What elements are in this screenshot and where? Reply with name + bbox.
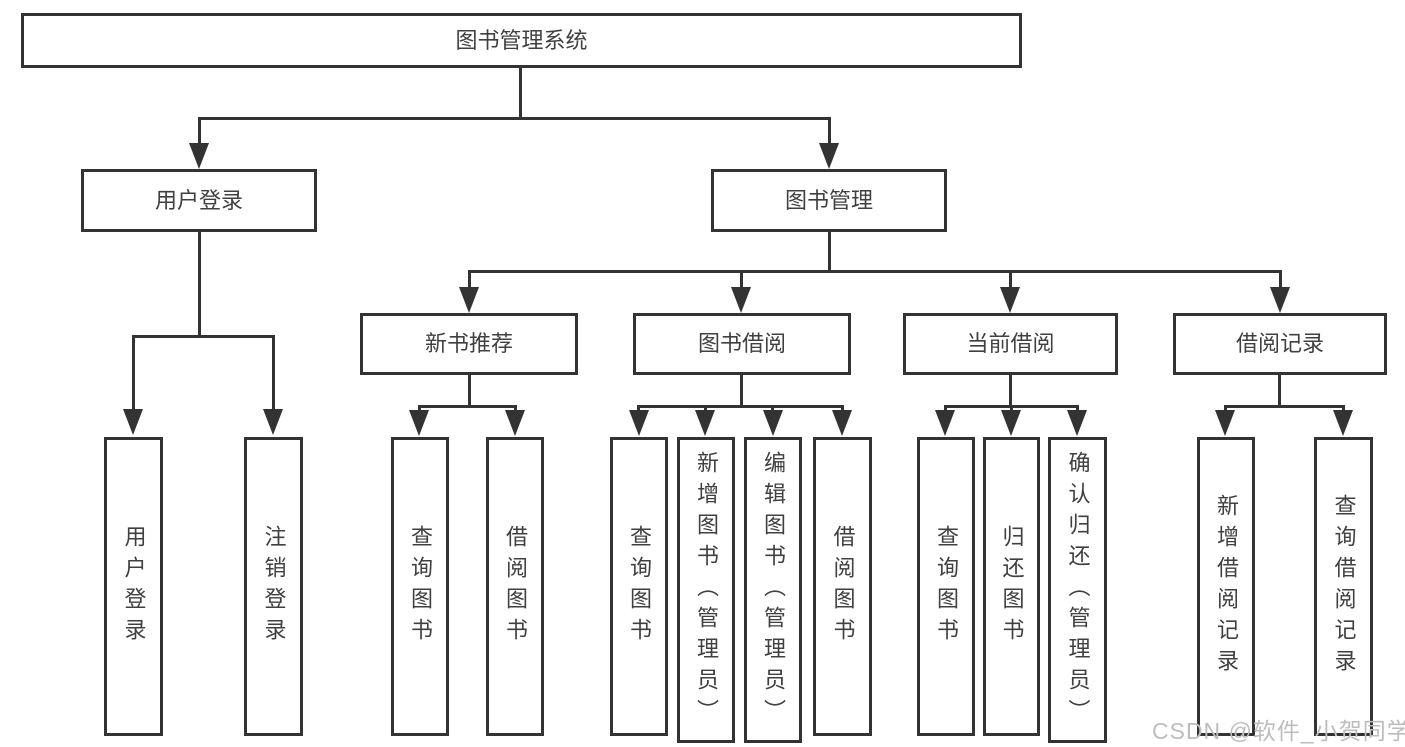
- connector-line: [1009, 375, 1012, 408]
- node-book-borrow: 图书借阅: [633, 313, 851, 375]
- leaf-nbr-borrow-book-label: 借阅图书: [503, 524, 528, 649]
- connector-line: [468, 270, 471, 292]
- arrow-down-icon: [1000, 287, 1020, 313]
- leaf-user-login-label: 用户登录: [121, 524, 147, 649]
- connector-line: [841, 405, 844, 414]
- arrow-down-icon: [832, 410, 852, 436]
- leaf-logout: 注销登录: [244, 437, 303, 736]
- arrow-down-icon: [1333, 410, 1353, 436]
- connector-line: [740, 375, 743, 408]
- node-root: 图书管理系统: [21, 13, 1022, 68]
- leaf-bb-query-book: 查询图书: [610, 437, 668, 736]
- connector-line: [1076, 405, 1079, 414]
- leaf-bb-edit-book-admin: 编辑图书（管理员）: [744, 437, 802, 743]
- arrow-down-icon: [731, 287, 751, 313]
- node-book-management-label: 图书管理: [784, 187, 873, 213]
- connector-line: [704, 405, 707, 414]
- connector-line: [1279, 270, 1282, 292]
- leaf-bb-add-book-admin: 新增图书（管理员）: [677, 437, 735, 743]
- node-borrow-record: 借阅记录: [1173, 313, 1387, 375]
- arrow-down-icon: [505, 410, 525, 436]
- leaf-cb-confirm-return-admin: 确认归还（管理员）: [1048, 437, 1107, 743]
- leaf-user-login: 用户登录: [104, 437, 163, 736]
- node-current-borrow-label: 当前借阅: [966, 331, 1055, 356]
- connector-line: [198, 117, 831, 120]
- connector-line: [514, 405, 517, 414]
- arrow-down-icon: [123, 409, 143, 435]
- arrow-down-icon: [935, 410, 955, 436]
- arrow-down-icon: [819, 143, 839, 169]
- arrow-down-icon: [409, 410, 429, 436]
- leaf-cb-query-book: 查询图书: [917, 437, 975, 736]
- arrow-down-icon: [1001, 410, 1021, 436]
- connector-line: [1342, 405, 1345, 414]
- node-book-management: 图书管理: [711, 169, 947, 232]
- arrow-down-icon: [189, 143, 209, 169]
- arrow-down-icon: [629, 410, 649, 436]
- connector-line: [468, 270, 1282, 273]
- leaf-bb-borrow-book-label: 借阅图书: [830, 524, 856, 649]
- leaf-logout-label: 注销登录: [261, 524, 287, 649]
- connector-line: [1010, 405, 1013, 414]
- connector-line: [198, 117, 201, 147]
- leaf-cb-confirm-return-admin-label: 确认归还（管理员）: [1065, 450, 1091, 730]
- arrow-down-icon: [1215, 410, 1235, 436]
- connector-line: [1224, 405, 1345, 408]
- arrow-down-icon: [459, 287, 479, 313]
- node-book-borrow-label: 图书借阅: [697, 331, 786, 356]
- arrow-down-icon: [1067, 410, 1087, 436]
- connector-line: [519, 68, 522, 120]
- arrow-down-icon: [763, 410, 783, 436]
- connector-line: [198, 232, 201, 338]
- leaf-nbr-borrow-book: 借阅图书: [486, 437, 544, 736]
- connector-line: [418, 405, 421, 414]
- connector-line: [828, 117, 831, 147]
- connector-line: [1009, 270, 1012, 292]
- connector-line: [637, 405, 640, 414]
- connector-line: [272, 335, 275, 413]
- leaf-bb-borrow-book: 借阅图书: [813, 437, 872, 736]
- arrow-down-icon: [695, 410, 715, 436]
- watermark: CSDN @软件_小贺同学: [1152, 718, 1405, 744]
- connector-line: [1278, 375, 1281, 408]
- connector-line: [637, 405, 844, 408]
- node-current-borrow: 当前借阅: [903, 313, 1118, 375]
- node-new-book-recommend-label: 新书推荐: [424, 331, 513, 356]
- connector-line: [418, 405, 517, 408]
- leaf-bb-edit-book-admin-label: 编辑图书（管理员）: [761, 450, 786, 730]
- leaf-bb-add-book-admin-label: 新增图书（管理员）: [694, 450, 719, 730]
- node-root-label: 图书管理系统: [455, 27, 588, 53]
- leaf-cb-return-book: 归还图书: [983, 437, 1040, 736]
- leaf-br-query-record-label: 查询借阅记录: [1331, 493, 1357, 680]
- leaf-br-query-record: 查询借阅记录: [1314, 437, 1373, 736]
- leaf-nbr-query-book: 查询图书: [391, 437, 449, 736]
- node-borrow-record-label: 借阅记录: [1235, 331, 1324, 356]
- connector-line: [828, 232, 831, 273]
- node-user-login: 用户登录: [81, 169, 317, 232]
- leaf-bb-query-book-label: 查询图书: [627, 524, 652, 649]
- leaf-br-add-record: 新增借阅记录: [1197, 437, 1255, 736]
- node-user-login-label: 用户登录: [154, 187, 243, 213]
- arrow-down-icon: [1270, 287, 1290, 313]
- arrow-down-icon: [263, 409, 283, 435]
- leaf-cb-query-book-label: 查询图书: [934, 524, 959, 649]
- leaf-nbr-query-book-label: 查询图书: [408, 524, 433, 649]
- connector-line: [468, 375, 471, 408]
- connector-line: [944, 405, 947, 414]
- leaf-br-add-record-label: 新增借阅记录: [1214, 493, 1239, 680]
- leaf-cb-return-book-label: 归还图书: [999, 524, 1025, 649]
- connector-line: [1224, 405, 1227, 414]
- connector-line: [132, 335, 135, 413]
- node-new-book-recommend: 新书推荐: [360, 313, 578, 375]
- connector-line: [771, 405, 774, 414]
- connector-line: [132, 335, 275, 338]
- connector-line: [740, 270, 743, 292]
